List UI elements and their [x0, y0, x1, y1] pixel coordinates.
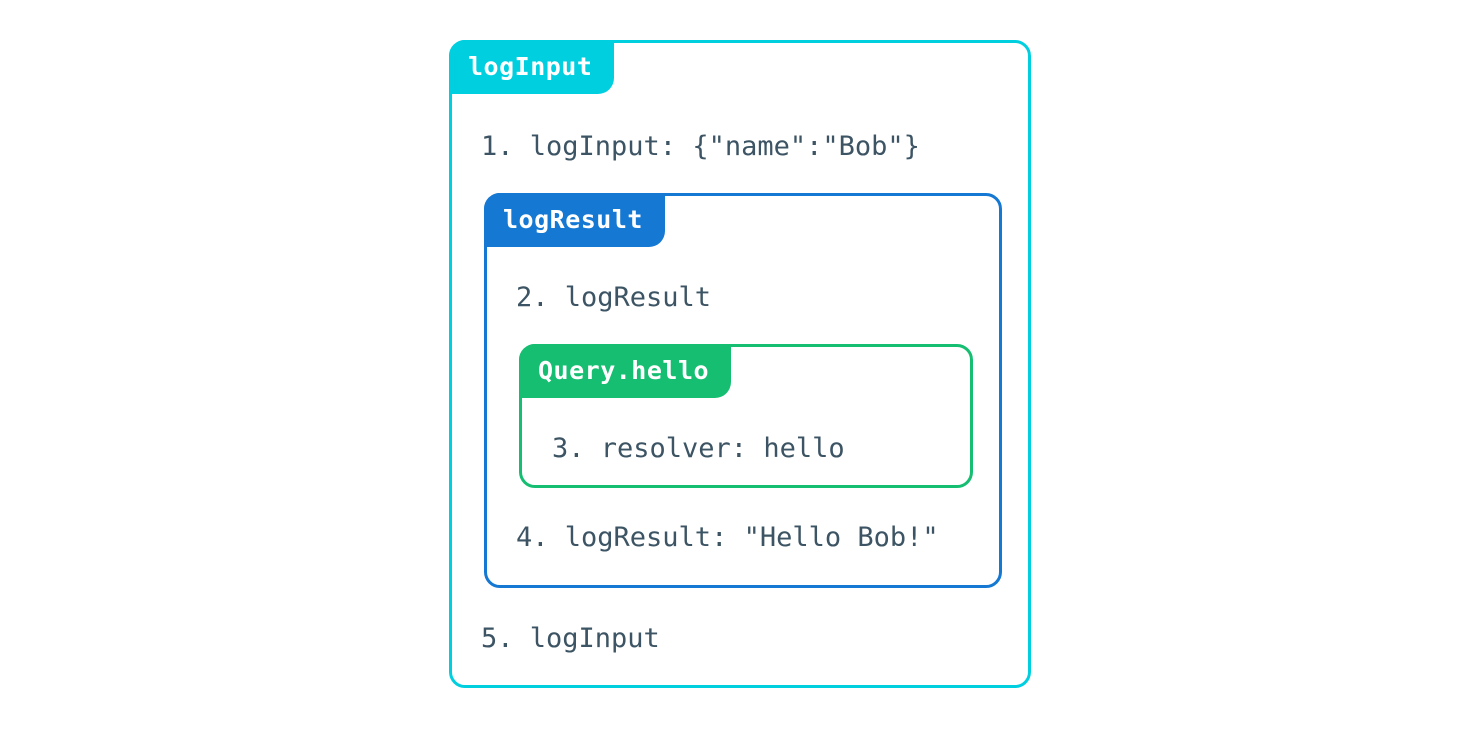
box-log-input: logInput 1. logInput: {"name":"Bob"} log…: [449, 40, 1031, 688]
trace-line-3: 3. resolver: hello: [552, 433, 845, 464]
trace-line-1: 1. logInput: {"name":"Bob"}: [481, 131, 920, 162]
box-query-hello: Query.hello 3. resolver: hello: [519, 344, 973, 488]
box-label-log-result: logResult: [484, 193, 665, 247]
trace-line-2: 2. logResult: [516, 282, 712, 313]
box-label-log-input: logInput: [449, 40, 615, 94]
trace-line-4: 4. logResult: "Hello Bob!": [516, 522, 939, 553]
trace-line-5: 5. logInput: [481, 623, 660, 654]
box-log-result: logResult 2. logResult Query.hello 3. re…: [484, 193, 1002, 588]
box-label-query-hello: Query.hello: [519, 344, 732, 398]
